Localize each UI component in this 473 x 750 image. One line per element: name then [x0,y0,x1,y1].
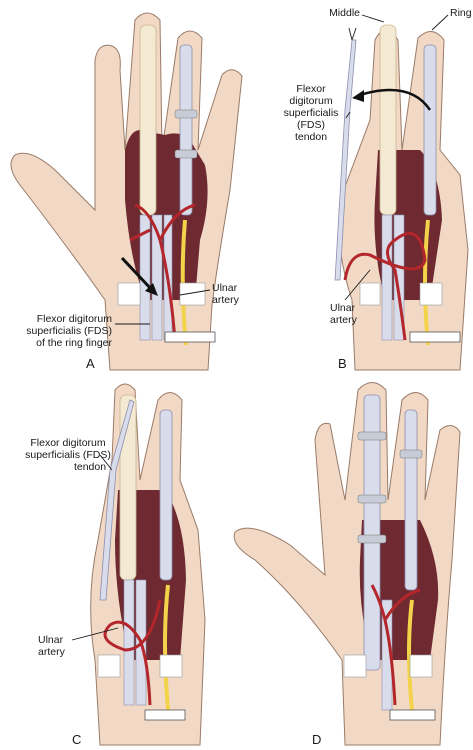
transfer-arrow-b [359,88,432,111]
label-fds-c-3: tendon [74,461,106,473]
panel-d: D [233,382,461,747]
tendon-split-b [348,27,357,41]
label-ulnar-b-2: artery [330,314,358,326]
label-fds-b-1: Flexor [296,83,326,95]
ring-tendon-d [404,409,418,591]
nerve-c [163,584,170,711]
panel-c: Flexor digitorum superficialis (FDS) ten… [25,383,206,747]
label-ring-b: Ring [450,7,472,19]
artery-b [343,231,427,341]
label-ulnar-a-1: Ulnar [212,282,238,294]
label-middle-b: Middle [329,7,360,19]
artery-a [129,203,196,341]
panel-letter-d: D [312,732,321,747]
arrow-a-shaft [120,256,154,292]
drape-c-left [97,654,121,678]
label-fds-c-1: Flexor digitorum [30,437,106,449]
drape-d-right [409,654,433,678]
nerve-d [407,599,414,711]
ring-tendon-b [423,44,437,216]
label-fds-b-3: superficialis [284,107,339,119]
leader-middle-b [361,14,385,23]
label-fds-b-5: tendon [295,131,327,143]
middle-tendon-d [363,394,381,671]
label-fds-a-3: of the ring finger [36,337,112,349]
leader-ulnar-a [179,289,211,296]
drape-d-left [343,654,367,678]
leader-ulnar-c [71,627,119,641]
label-fds-c-2: superficialis (FDS) [25,449,111,461]
leader-fds-b [345,111,351,119]
retractor-d [389,709,436,721]
ring-tendon-c [159,409,173,581]
arrow-a-head [145,283,158,296]
label-ulnar-c-1: Ulnar [38,634,64,646]
retractor-a [164,331,216,343]
label-ulnar-a-2: artery [212,294,240,306]
drape-b-left [359,282,381,306]
label-ulnar-c-2: artery [38,646,66,658]
drape-a-right [179,282,206,306]
nerve-b [423,219,430,346]
label-ulnar-b-1: Ulnar [330,302,356,314]
panel-b: Middle Ring Flexor digitorum superficial… [284,7,472,371]
tendon-a2 [151,214,163,341]
fds-tendon-b [334,39,357,281]
panel-a: Ulnar artery Flexor digitorum superficia… [10,12,243,371]
transfer-arrow-head-b [352,90,364,102]
label-fds-a-2: superficialis (FDS) [26,325,112,337]
panel-letter-a: A [86,356,95,371]
retractor-c [144,709,186,721]
ring-tendon-a [179,44,193,216]
pulley-d1 [357,431,387,441]
label-fds-a-1: Flexor digitorum [37,313,113,325]
label-fds-b-4: (FDS) [297,119,325,131]
pulley-d4 [399,449,423,459]
nerve-a [180,219,188,346]
artery-d [370,584,421,706]
drape-c-right [159,654,183,678]
tendon-b2 [393,214,405,341]
pulley-d2 [357,494,387,504]
panel-letter-b: B [338,356,347,371]
tendon-b1 [381,214,393,341]
pulley-a2 [174,149,198,159]
drape-b-right [419,282,443,306]
pulley-a1 [174,109,198,119]
tendon-c1 [123,579,135,706]
leader-fds-c [99,454,113,471]
artery-c [103,599,162,706]
middle-finger-bone-a [139,24,157,216]
middle-finger-bone-b [379,24,397,216]
drape-a-left [117,282,141,306]
panel-letter-c: C [72,732,81,747]
leader-ring-b [431,14,449,31]
pulley-d3 [357,534,387,544]
leader-ulnar-b [344,269,371,301]
retractor-b [409,331,461,343]
fds-tendon-c [99,399,135,601]
label-fds-b-2: digitorum [289,95,332,107]
